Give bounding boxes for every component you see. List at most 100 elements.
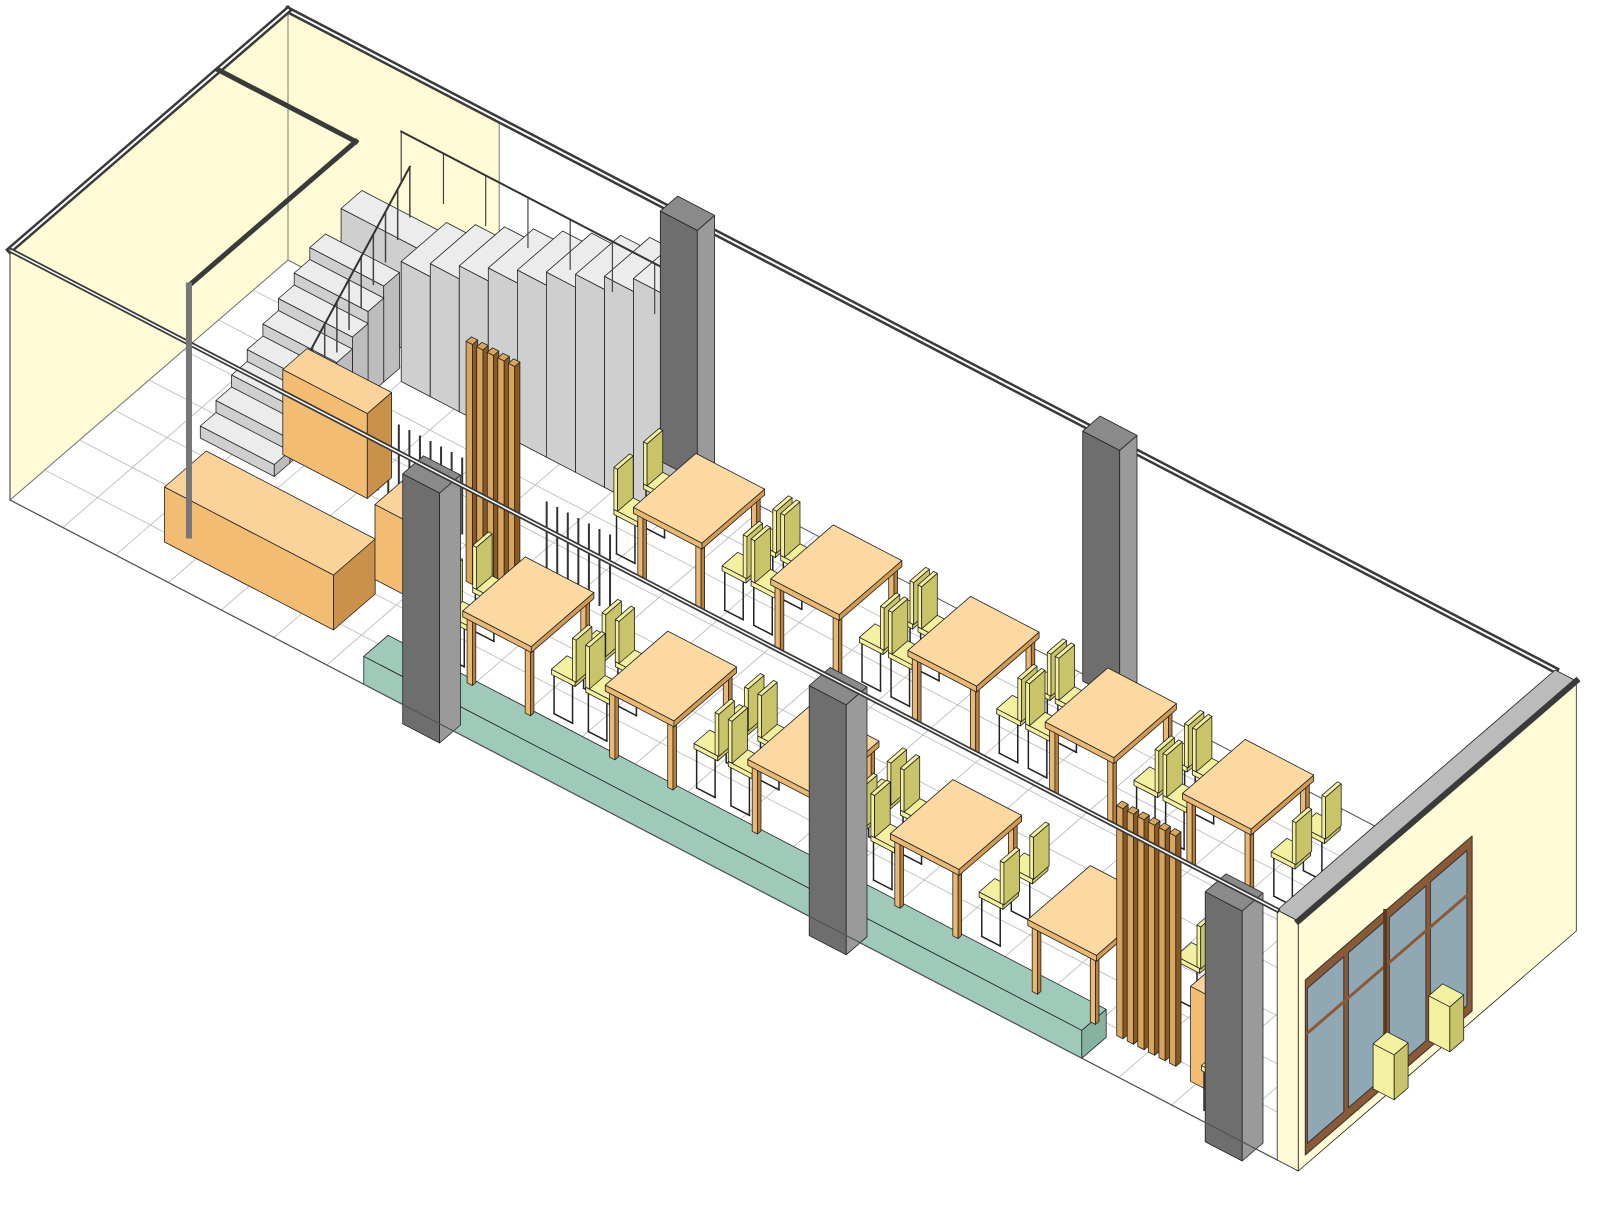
wood-slat-top-face [1169,828,1182,837]
chair-base [919,670,941,682]
chair-back-front-face [1025,681,1030,727]
chair-base [1010,909,1031,922]
chair-base [752,624,774,636]
chair-back-front-face [1321,794,1326,840]
chair-base [782,598,803,611]
wood-slat-top-face [507,358,521,367]
table-leg [466,613,477,686]
chair [1270,806,1313,907]
stair-step [199,412,291,477]
back-column-front-face [1082,430,1121,701]
chair-back-front-face [750,538,756,584]
dining-table [1182,739,1315,899]
wood-slat-top-face [1116,800,1129,810]
wood-slat [1137,811,1150,1051]
chair-base [616,704,638,717]
chair-back-front-face [917,584,923,630]
table-top-top-face [770,524,903,615]
wood-slat-front-face [1126,810,1134,1045]
back-column-front-face [659,210,698,481]
chair-back [1025,668,1046,727]
chair-base [695,786,717,799]
front-column-front-face [808,685,847,956]
table-leg-front-face [1107,757,1114,828]
chair-back-top-face [1321,781,1342,798]
chair-back-top-face [886,747,907,764]
chair-back-top-face [750,525,771,542]
table-leg-side-face [1095,955,1100,1025]
chair-back-front-face [1196,924,1202,970]
table-leg [695,540,705,613]
back-column [1082,415,1138,701]
chair-base [1056,741,1078,754]
wood-slat-front-face [1137,816,1145,1051]
dining-table [770,524,903,685]
chair-back [1321,781,1342,840]
wood-slat-top-face [497,352,510,362]
chair-back [585,631,606,690]
table-leg-front-face [667,720,674,791]
chair-base [980,935,1002,948]
chair-back-top-face [614,605,635,622]
chair-back [888,596,909,655]
stair-step-front-face [546,271,576,473]
table-top-top-face [462,556,595,647]
chair-back-front-face [714,712,720,757]
chair-back-front-face [888,610,893,655]
chair-base [1027,767,1048,779]
chair-back [614,605,635,664]
wood-slat-side-face [1175,831,1182,1067]
table-leg [911,652,922,726]
table-leg-front-face [637,512,644,583]
wood-slat-screen [1116,800,1182,1067]
table-leg-side-face [757,764,762,835]
wood-slat-top-face [465,336,479,345]
table-leg-side-face [1112,757,1117,828]
chair-back [1291,806,1313,866]
end-wall-body-front-face [1276,909,1299,1172]
chair-back [757,680,778,739]
chair-back [643,427,664,487]
chair-back-front-face [1291,820,1297,866]
wood-slat-screen [465,336,521,607]
chair-back-top-face [1184,709,1205,727]
wood-slat-top-face [486,347,500,356]
table-top [462,556,595,653]
left-wall-top-outline-inner [8,8,290,252]
table-leg-side-face [530,646,535,717]
chair-back-top-face [643,427,664,445]
front-column-top-face [1204,873,1264,912]
chair-base [759,779,780,791]
wood-slat [1169,828,1182,1067]
partition-top-outline [215,66,360,145]
storage-cabinet-top-face [282,348,393,414]
chair-back [1162,739,1183,798]
chair-back-front-face [780,513,785,558]
chair-back-front-face [1029,835,1034,880]
chair-back-top-face [870,779,891,796]
front-column-side-face [845,686,868,956]
window-transom [1428,893,1469,930]
table-leg [667,717,677,791]
chair-base [1194,813,1215,825]
front-column [1204,873,1264,1162]
wood-slat-front-face [497,357,505,602]
chair-back-front-face [772,508,777,554]
stair-step-side-face [383,272,400,383]
table-leg-side-face [975,685,980,756]
table-leg-side-face [1037,924,1042,995]
table-leg-front-face [774,584,781,654]
chair-base [587,730,608,743]
table-leg-front-face [1049,727,1056,797]
front-column-front-face [1204,891,1243,1162]
chair-back-front-face [870,793,875,838]
chair-back-front-face [1192,727,1197,773]
table-leg-front-face [1089,955,1096,1025]
chair-back-top-face [772,495,793,512]
front-wall-outline [6,66,1581,1161]
table-leg-side-face [899,838,904,909]
chair-back-top-face [742,520,763,538]
chair-back-top-face [1046,638,1068,655]
chair-back [750,525,771,584]
stair-step-front-face [429,263,460,413]
